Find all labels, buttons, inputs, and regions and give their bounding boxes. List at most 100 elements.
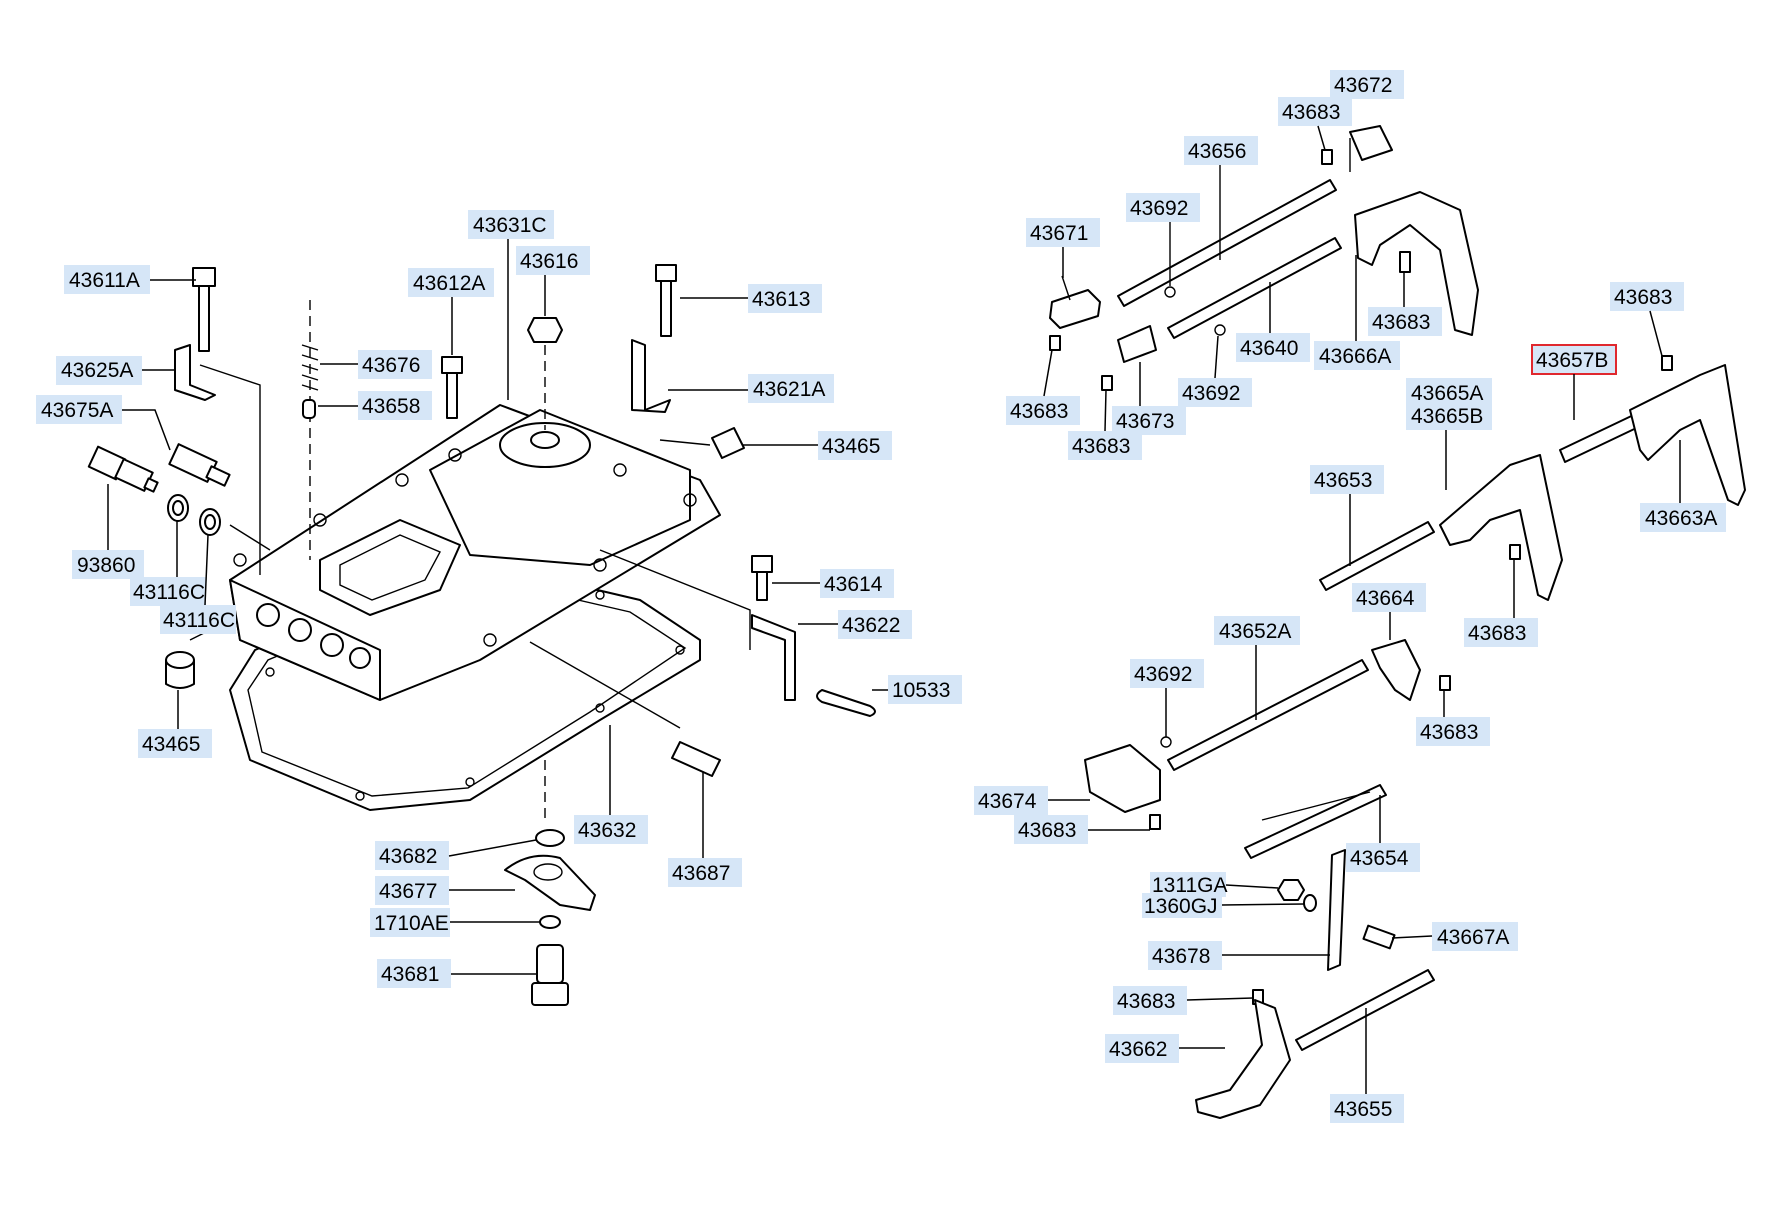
svg-text:43656: 43656 <box>1188 140 1246 163</box>
label-43616[interactable]: 43616 <box>516 246 590 316</box>
right-assembly-drawing <box>1049 125 1746 1119</box>
svg-text:43683: 43683 <box>1372 311 1430 334</box>
svg-text:43663A: 43663A <box>1645 507 1717 530</box>
svg-text:43611A: 43611A <box>69 269 140 292</box>
svg-text:43678: 43678 <box>1152 945 1210 968</box>
label-43667A[interactable]: 43667A <box>1391 922 1518 951</box>
label-43652A[interactable]: 43652A <box>1214 616 1300 720</box>
label-43666A[interactable]: 43666A <box>1314 255 1400 370</box>
svg-text:43683: 43683 <box>1018 819 1076 842</box>
svg-text:43683: 43683 <box>1420 721 1478 744</box>
svg-text:43675A: 43675A <box>41 399 113 422</box>
label-43631C[interactable]: 43631C <box>468 210 554 400</box>
svg-text:43465: 43465 <box>142 733 200 756</box>
label-43692-a[interactable]: 43692 <box>1126 193 1200 222</box>
svg-text:43671: 43671 <box>1030 222 1088 245</box>
label-43465-right[interactable]: 43465 <box>742 431 892 460</box>
svg-text:43116C: 43116C <box>163 609 235 632</box>
label-43665B[interactable]: 43665B <box>1406 401 1492 490</box>
label-43654[interactable]: 43654 <box>1346 795 1420 872</box>
svg-text:43652A: 43652A <box>1219 620 1291 643</box>
label-43683-i[interactable]: 43683 <box>1113 986 1254 1015</box>
svg-text:43622: 43622 <box>842 614 900 637</box>
svg-text:43616: 43616 <box>520 250 578 273</box>
svg-text:43625A: 43625A <box>61 359 133 382</box>
label-43692-c[interactable]: 43692 <box>1130 659 1204 737</box>
label-43632[interactable]: 43632 <box>574 725 648 844</box>
label-43681[interactable]: 43681 <box>377 959 536 988</box>
label-43673[interactable]: 43673 <box>1112 362 1186 435</box>
label-43612A[interactable]: 43612A <box>408 268 494 355</box>
label-43687[interactable]: 43687 <box>668 772 742 887</box>
svg-text:43640: 43640 <box>1240 337 1298 360</box>
label-43663A[interactable]: 43663A <box>1640 440 1726 532</box>
label-1311GA[interactable]: 1311GA <box>1150 872 1279 897</box>
label-1710AE[interactable]: 1710AE <box>370 908 540 937</box>
svg-text:43665B: 43665B <box>1411 405 1483 428</box>
label-1360GJ[interactable]: 1360GJ <box>1142 893 1305 918</box>
svg-text:43683: 43683 <box>1010 400 1068 423</box>
svg-text:43613: 43613 <box>752 288 810 311</box>
svg-text:43662: 43662 <box>1109 1038 1167 1061</box>
svg-text:43665A: 43665A <box>1411 382 1483 405</box>
svg-text:43612A: 43612A <box>413 272 485 295</box>
svg-text:43621A: 43621A <box>753 378 825 401</box>
label-43683-c[interactable]: 43683 <box>1368 272 1442 336</box>
label-43671[interactable]: 43671 <box>1026 218 1100 278</box>
svg-text:43614: 43614 <box>824 573 883 596</box>
svg-text:43692: 43692 <box>1182 382 1240 405</box>
label-43678[interactable]: 43678 <box>1148 941 1330 970</box>
label-10533[interactable]: 10533 <box>872 675 962 704</box>
label-43655[interactable]: 43655 <box>1330 1008 1404 1123</box>
label-43625A[interactable]: 43625A <box>56 356 176 385</box>
label-43640[interactable]: 43640 <box>1236 282 1310 362</box>
svg-text:43632: 43632 <box>578 819 636 842</box>
svg-text:43687: 43687 <box>672 862 730 885</box>
label-43621A[interactable]: 43621A <box>668 374 834 403</box>
label-43683-h[interactable]: 43683 <box>1014 815 1150 844</box>
svg-text:43465: 43465 <box>822 435 880 458</box>
label-43683-b[interactable]: 43683 <box>1006 349 1080 425</box>
svg-text:1710AE: 1710AE <box>374 912 449 935</box>
svg-text:43692: 43692 <box>1134 663 1192 686</box>
label-43664[interactable]: 43664 <box>1352 583 1426 640</box>
label-43662[interactable]: 43662 <box>1105 1034 1225 1063</box>
svg-text:43653: 43653 <box>1314 469 1372 492</box>
svg-text:93860: 93860 <box>77 554 135 577</box>
label-43614[interactable]: 43614 <box>772 569 894 598</box>
label-43116C-1[interactable]: 43116C <box>130 520 206 606</box>
label-43683-f[interactable]: 43683 <box>1464 560 1538 647</box>
svg-text:43692: 43692 <box>1130 197 1188 220</box>
label-43465-left[interactable]: 43465 <box>138 690 212 758</box>
svg-text:43667A: 43667A <box>1437 926 1509 949</box>
svg-text:43658: 43658 <box>362 395 420 418</box>
label-43675A[interactable]: 43675A <box>36 395 171 451</box>
label-43116C-2[interactable]: 43116C <box>160 534 236 634</box>
label-43683-d[interactable]: 43683 <box>1068 389 1142 460</box>
label-43653[interactable]: 43653 <box>1310 465 1384 566</box>
label-43692-b[interactable]: 43692 <box>1178 335 1252 407</box>
label-43683-a[interactable]: 43683 <box>1278 97 1352 151</box>
svg-text:43673: 43673 <box>1116 410 1174 433</box>
label-43682[interactable]: 43682 <box>375 839 537 870</box>
svg-text:43674: 43674 <box>978 790 1037 813</box>
label-43683-e[interactable]: 43683 <box>1610 282 1684 357</box>
label-43656[interactable]: 43656 <box>1184 136 1258 165</box>
svg-text:43116C: 43116C <box>133 581 205 604</box>
label-43657B[interactable]: 43657B <box>1531 344 1617 420</box>
label-43674[interactable]: 43674 <box>974 786 1090 815</box>
label-93860[interactable]: 93860 <box>72 484 144 579</box>
svg-text:43672: 43672 <box>1334 74 1392 97</box>
svg-text:43683: 43683 <box>1468 622 1526 645</box>
label-43683-g[interactable]: 43683 <box>1416 690 1490 746</box>
label-43613[interactable]: 43613 <box>680 284 822 313</box>
label-43677[interactable]: 43677 <box>375 876 515 905</box>
svg-text:43682: 43682 <box>379 845 437 868</box>
label-43676[interactable]: 43676 <box>320 350 432 379</box>
part-labels: 43611A 43625A 43675A 93860 43116C 43116C <box>36 70 1726 1123</box>
label-43658[interactable]: 43658 <box>318 391 432 420</box>
label-43611A[interactable]: 43611A <box>64 265 196 294</box>
label-43672[interactable]: 43672 <box>1330 70 1404 99</box>
svg-text:43681: 43681 <box>381 963 439 986</box>
label-43622[interactable]: 43622 <box>798 610 912 639</box>
